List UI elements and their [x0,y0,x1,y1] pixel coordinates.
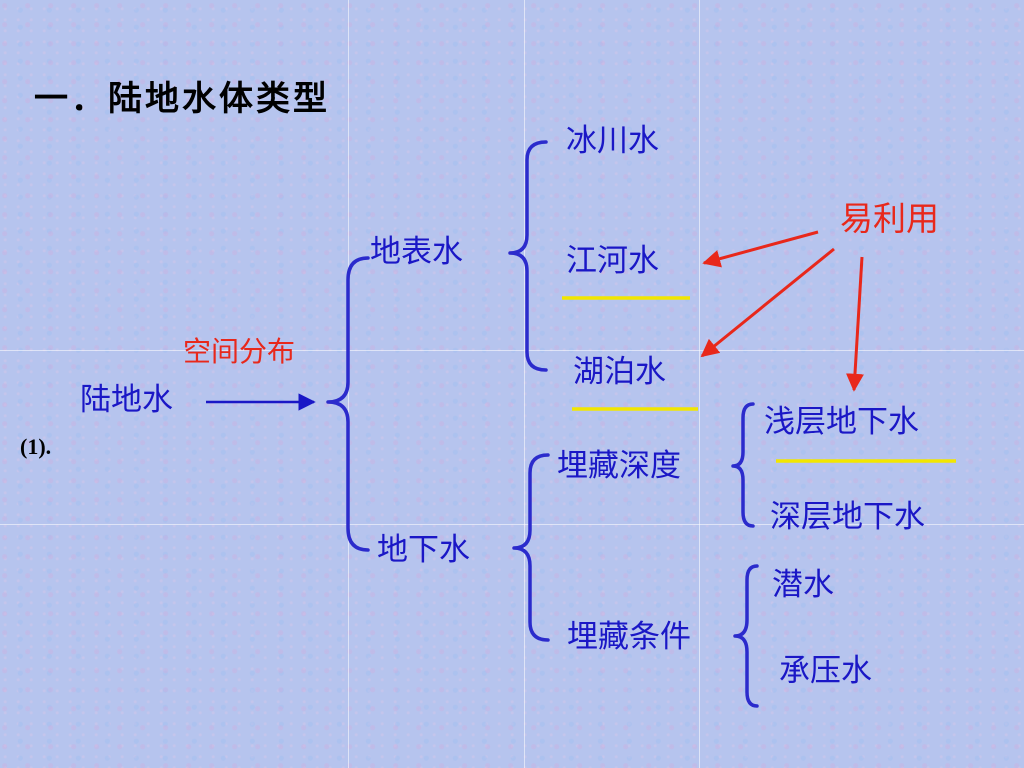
main-brace [326,256,370,552]
grid-line [524,0,525,768]
arrow-to-river [702,230,819,268]
river-water-node: 江河水 [566,243,659,279]
section-number: (1). [20,434,52,459]
ground-brace [512,453,550,642]
depth-brace [731,402,755,528]
arrow-label: 空间分布 [183,335,296,368]
arrow-to-lake [700,247,835,358]
grid-line [0,350,1024,351]
burial-condition-node: 埋藏条件 [567,619,691,655]
shallow-groundwater-node: 浅层地下水 [764,404,919,440]
deep-groundwater-node: 深层地下水 [770,499,925,535]
grid-line [699,0,700,768]
ground-water-node: 地下水 [377,532,470,568]
lake-water-node: 湖泊水 [573,354,666,390]
arrow-to-shallow [845,256,864,392]
burial-depth-node: 埋藏深度 [557,448,681,484]
confined-water-node: 承压水 [779,653,872,689]
root-node: 陆地水 [80,382,173,418]
surface-brace [508,140,548,372]
glacier-water-node: 冰川水 [566,123,659,159]
condition-brace [733,564,759,708]
slide-title: 一．陆地水体类型 [34,79,330,119]
surface-water-node: 地表水 [370,234,463,270]
easy-to-use-annotation: 易利用 [840,199,939,238]
phreatic-water-node: 潜水 [772,567,834,603]
grid-line [0,524,1024,525]
